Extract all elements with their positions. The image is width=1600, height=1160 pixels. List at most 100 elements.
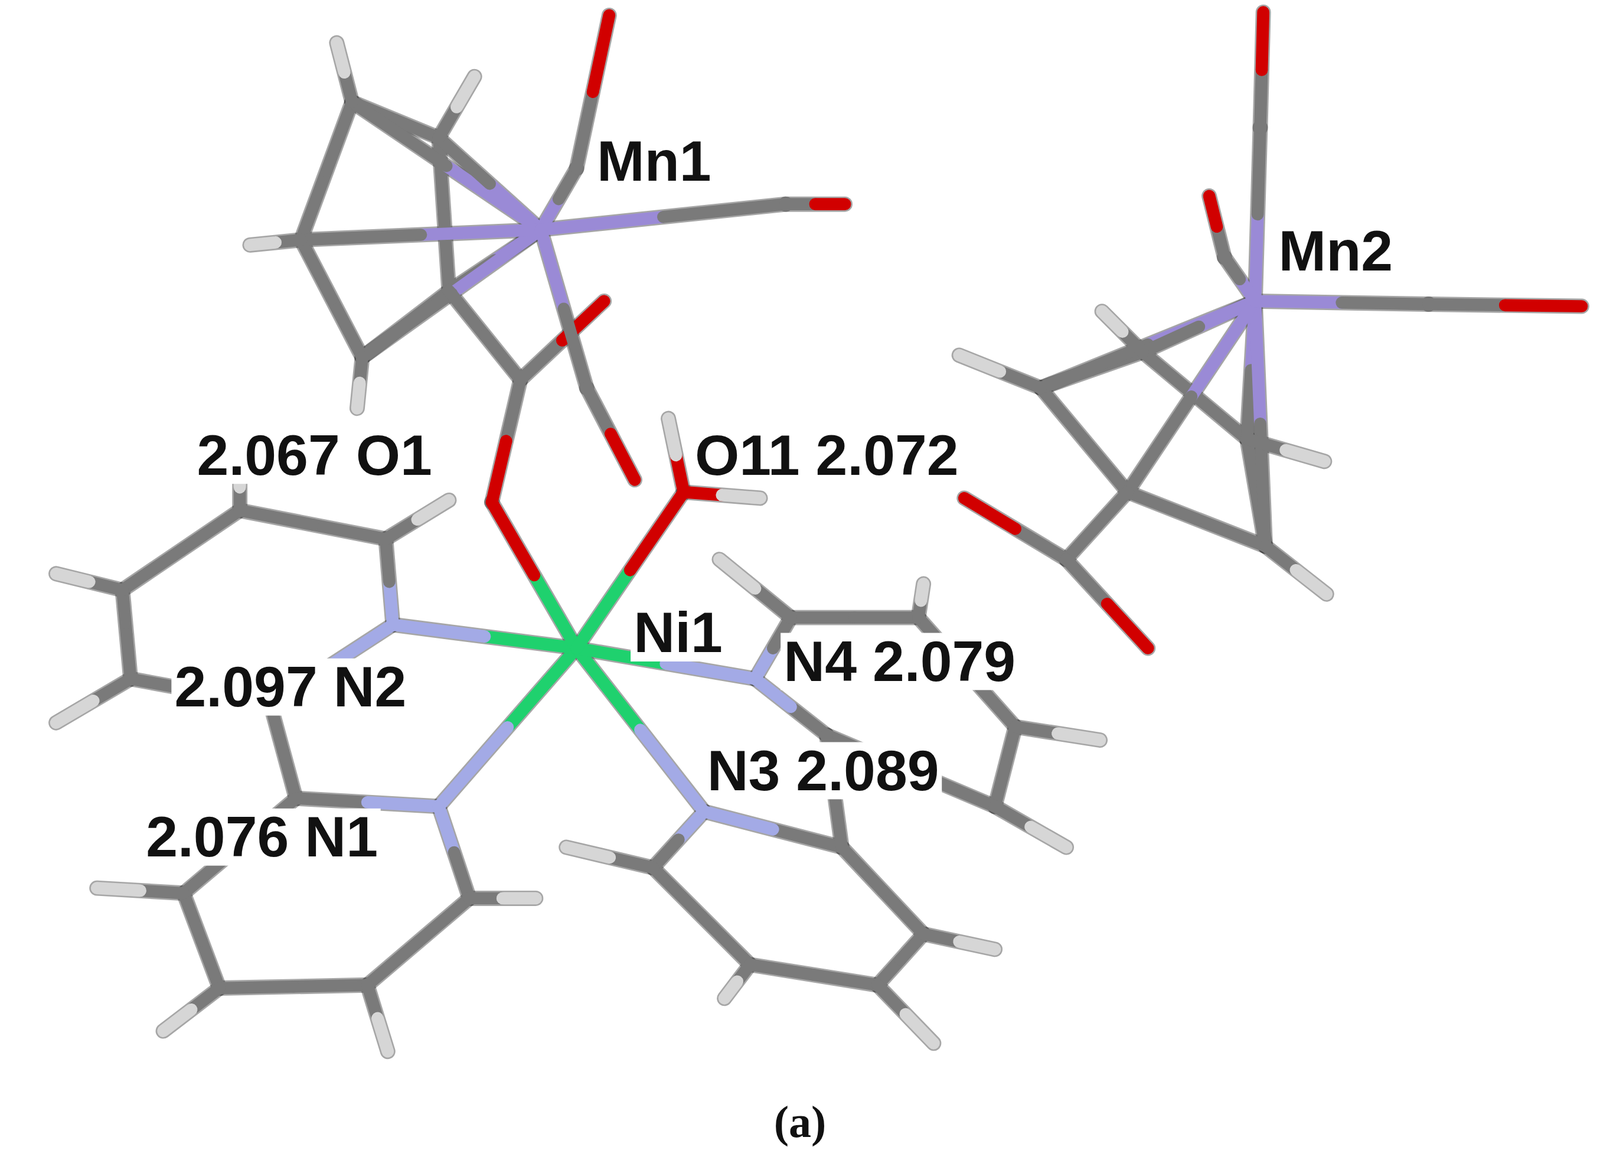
bond	[1259, 69, 1262, 128]
bond-outline	[1255, 301, 1266, 547]
bond	[1191, 301, 1256, 397]
bond	[219, 985, 294, 988]
bond-outline	[367, 984, 388, 1051]
bond-outline	[1040, 387, 1128, 492]
bond	[249, 242, 276, 245]
bond	[362, 293, 452, 358]
bond	[183, 892, 202, 940]
bond	[484, 335, 521, 380]
bond	[1057, 733, 1100, 740]
bond-outline	[652, 811, 704, 868]
bond-outline	[336, 43, 352, 103]
bond	[293, 984, 368, 987]
bond-outline	[566, 847, 653, 868]
bond	[1257, 127, 1260, 215]
bond	[790, 706, 826, 736]
bond-outline	[295, 798, 439, 807]
bond	[1040, 387, 1084, 440]
bond	[1504, 305, 1582, 307]
bond	[1096, 491, 1128, 526]
bond-outline	[1015, 726, 1100, 740]
bond-outline	[219, 984, 368, 988]
bond	[56, 573, 90, 582]
bond	[295, 798, 368, 803]
bond	[772, 828, 842, 847]
bond	[418, 898, 470, 942]
bond	[56, 700, 94, 723]
bond	[1000, 371, 1041, 388]
bond	[201, 940, 220, 988]
bond	[882, 890, 924, 934]
bond	[326, 102, 352, 172]
bond	[239, 510, 313, 525]
bond	[652, 867, 702, 916]
bond	[1004, 726, 1015, 767]
bond	[964, 497, 1015, 529]
bond-outline	[1428, 304, 1582, 306]
bond-outline	[918, 583, 924, 618]
bond	[592, 15, 610, 93]
bond-outline	[724, 964, 750, 998]
bond-outline	[301, 102, 352, 240]
bond	[640, 729, 705, 812]
bond	[719, 559, 755, 589]
bond	[1143, 326, 1200, 352]
bond	[1196, 518, 1266, 547]
bond	[417, 500, 450, 520]
bond	[389, 581, 393, 625]
bond	[181, 510, 240, 550]
atom-label: O11 2.072	[691, 426, 962, 484]
bond-outline	[249, 239, 301, 246]
bond	[1143, 351, 1195, 395]
bond	[813, 974, 878, 985]
bond	[540, 216, 664, 230]
bond	[704, 811, 774, 829]
bond	[312, 524, 387, 539]
bond-outline	[301, 239, 363, 358]
bond	[163, 1009, 192, 1031]
bond-outline	[367, 898, 470, 985]
bond	[1102, 311, 1123, 332]
atom-label: N3 2.089	[704, 741, 943, 799]
bond-outline	[1127, 491, 1266, 547]
atom-label: Mn2	[1275, 222, 1396, 280]
bond-outline	[586, 387, 635, 480]
bond	[540, 229, 564, 309]
bond	[609, 857, 653, 868]
bond-outline	[448, 291, 521, 380]
bond-outline	[392, 624, 577, 649]
bond	[701, 915, 750, 965]
bond	[1030, 826, 1067, 848]
bonds	[56, 12, 1582, 1051]
bond-outline	[540, 204, 786, 230]
atom-label: Mn1	[593, 132, 715, 191]
bond	[283, 750, 297, 799]
bond-outline	[96, 887, 184, 894]
bond-outline	[683, 491, 761, 498]
bond	[446, 165, 541, 230]
bond-outline	[438, 76, 475, 139]
bond	[1107, 603, 1148, 648]
bond-outline	[785, 196, 845, 212]
bond	[566, 847, 610, 858]
bond-outline	[163, 987, 220, 1031]
bond	[126, 634, 131, 679]
bond	[301, 234, 421, 241]
bond	[1015, 726, 1059, 734]
bond	[505, 379, 521, 442]
bond	[1246, 370, 1252, 440]
bond	[1127, 396, 1192, 492]
bond	[576, 569, 631, 648]
bond	[491, 501, 535, 576]
bond-outline	[491, 379, 521, 502]
bond-outline	[994, 805, 1067, 847]
bond-outline	[719, 559, 791, 618]
bond	[484, 636, 577, 649]
bond	[451, 229, 541, 294]
bond	[351, 102, 447, 166]
bond	[665, 663, 756, 679]
bond	[1209, 196, 1217, 227]
bond	[331, 298, 363, 358]
bond	[507, 647, 577, 727]
